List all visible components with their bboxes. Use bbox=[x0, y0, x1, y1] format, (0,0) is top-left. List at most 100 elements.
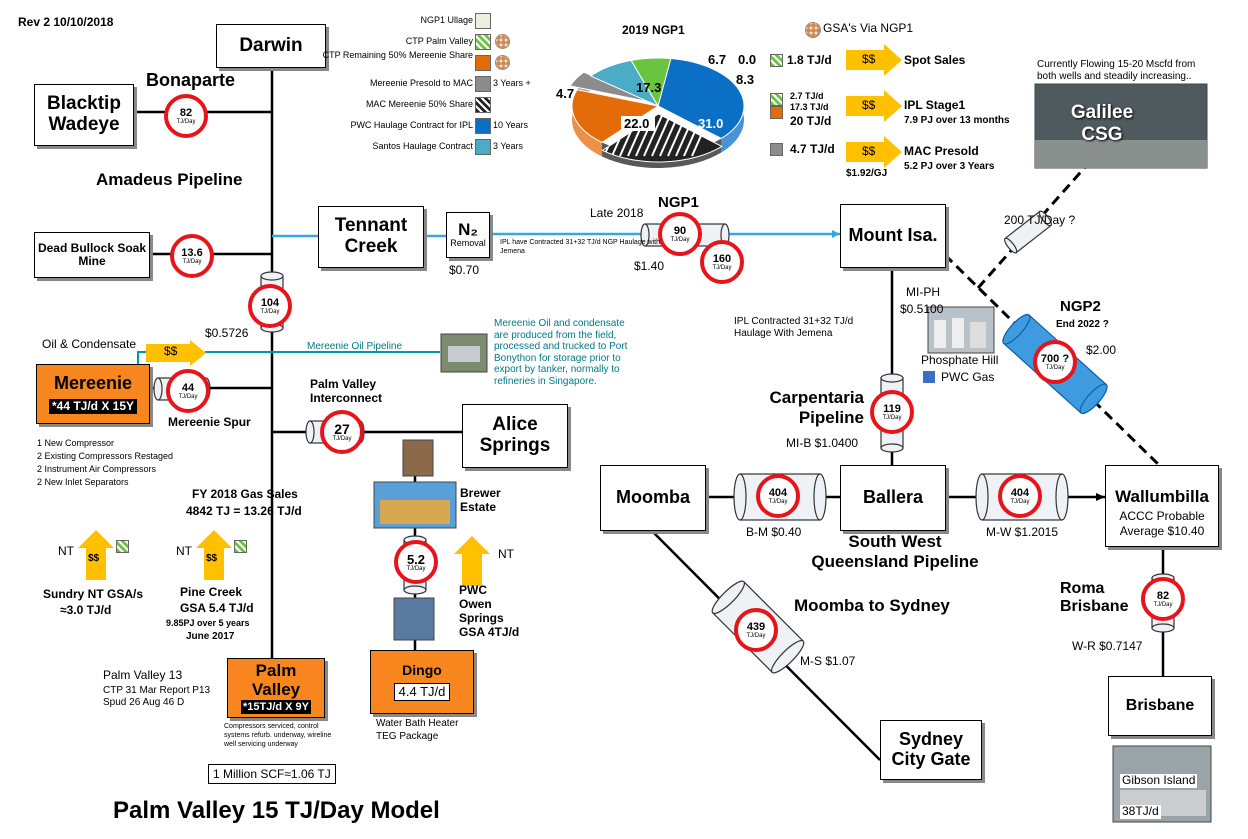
mac-arrow-icon bbox=[846, 136, 902, 168]
node-darwin[interactable]: Darwin bbox=[216, 24, 326, 68]
label-oil-note: Mereenie Oil and condensate are produced… bbox=[494, 318, 628, 387]
gsa-dot-icon bbox=[805, 22, 821, 38]
node-ballera[interactable]: Ballera bbox=[840, 465, 946, 531]
spot-swatch bbox=[770, 54, 783, 67]
legend-swatch bbox=[475, 118, 491, 134]
node-galilee[interactable]: Galilee CSG bbox=[1070, 102, 1134, 145]
pie-label: 4.7 bbox=[556, 86, 574, 101]
node-tennant-creek[interactable]: Tennant Creek bbox=[318, 206, 424, 268]
label-moomba-sydney: Moomba to Sydney bbox=[794, 596, 950, 615]
label-bm-price: B-M $0.40 bbox=[746, 525, 802, 539]
label-amadeus-price: $0.5726 bbox=[205, 326, 249, 340]
label-mi-b: MI-B $1.0400 bbox=[786, 436, 859, 450]
badge-value: 82 bbox=[179, 106, 193, 119]
pie-slice bbox=[569, 71, 652, 103]
badge-unit: TJ/Day bbox=[178, 393, 198, 400]
badge-value: 119 bbox=[883, 402, 901, 415]
label-ngp2-end: End 2022 ? bbox=[1056, 319, 1109, 330]
pie-hatch bbox=[611, 113, 653, 157]
node-wallumbilla[interactable]: Wallumbilla ACCC Probable Average $10.40 bbox=[1105, 465, 1219, 547]
badge-value: 700 ? bbox=[1040, 352, 1070, 365]
pie-slice bbox=[571, 89, 660, 144]
badge-ngp2: 700 ?TJ/Day bbox=[1033, 340, 1077, 384]
legend-item: MAC Mereenie 50% Share bbox=[305, 96, 545, 116]
pie-hatch bbox=[691, 113, 722, 157]
legend-swatch bbox=[475, 34, 491, 50]
legend-label: CTP Remaining 50% Mereenie Share bbox=[322, 50, 473, 60]
label-swqp: South West Queensland Pipeline bbox=[811, 532, 979, 571]
pie-slice bbox=[657, 58, 745, 140]
node-mereenie[interactable]: Mereenie *44 TJ/d X 15Y bbox=[36, 364, 150, 424]
dingo-rate: 4.4 TJ/d bbox=[393, 682, 451, 701]
badge-unit: TJ/Day bbox=[1010, 498, 1030, 505]
spot-arrow-icon bbox=[846, 44, 902, 76]
wallumbilla-title: Wallumbilla bbox=[1115, 487, 1209, 506]
legend-swatch bbox=[475, 13, 491, 29]
label-mi-ph-price: $0.5100 bbox=[900, 302, 944, 316]
gsa-dot-icon bbox=[495, 34, 510, 49]
label-ngp2: NGP2 bbox=[1060, 298, 1101, 315]
legend-label: CTP Palm Valley bbox=[405, 36, 473, 46]
ipl-arrow-icon bbox=[846, 90, 902, 122]
node-moomba[interactable]: Moomba bbox=[600, 465, 706, 531]
node-blacktip[interactable]: Blacktip Wadeye bbox=[34, 84, 134, 146]
chart-title: 2019 NGP1 bbox=[622, 23, 685, 37]
label-water-bath: Water Bath Heater bbox=[376, 718, 459, 729]
mac-price: $1.92/GJ bbox=[846, 168, 888, 179]
mac-dollar: $$ bbox=[862, 144, 876, 158]
label-ipl-contracted: IPL Contracted 31+32 TJ/d Haulage With J… bbox=[734, 316, 854, 339]
pie-label-bg bbox=[621, 116, 655, 131]
legend-item: CTP Palm Valley bbox=[305, 33, 545, 53]
pie-label: 17.3 bbox=[636, 80, 661, 95]
legend-note: 3 Years + bbox=[493, 78, 531, 88]
mereenie-contract: *44 TJ/d X 15Y bbox=[48, 399, 138, 415]
label-ngp1: NGP1 bbox=[658, 194, 699, 211]
mereenie-work-item: 2 Existing Compressors Restaged bbox=[37, 451, 174, 461]
label-bonaparte: Bonaparte bbox=[146, 70, 236, 90]
ipl-sub: 7.9 PJ over 13 months bbox=[904, 115, 1010, 126]
node-dingo[interactable]: Dingo 4.4 TJ/d bbox=[370, 650, 474, 714]
label-pv13-spud: Spud 26 Aug 46 D bbox=[103, 697, 185, 708]
badge-value: 404 bbox=[1010, 486, 1030, 499]
label-200-tj: 200 TJ/Day ? bbox=[1004, 213, 1076, 227]
label-pv13-ctp: CTP 31 Mar Report P13 bbox=[103, 685, 211, 696]
node-n2-removal[interactable]: N₂ Removal bbox=[446, 212, 490, 258]
ipl-vol-b: 17.3 TJ/d bbox=[790, 102, 829, 112]
pine-nt: NT bbox=[176, 544, 192, 558]
label-sundry: Sundry NT GSA/s bbox=[43, 587, 144, 601]
mac-name: MAC Presold bbox=[904, 144, 979, 158]
pie-label: 0.0 bbox=[738, 52, 756, 67]
ngp1-pie-chart: 31.022.017.38.36.74.70.0 bbox=[556, 52, 756, 168]
label-n2-price: $0.70 bbox=[449, 263, 480, 277]
label-amadeus: Amadeus Pipeline bbox=[96, 170, 243, 189]
node-sydney[interactable]: Sydney City Gate bbox=[880, 720, 982, 780]
node-mount-isa[interactable]: Mount Isa. bbox=[840, 204, 946, 268]
node-alice-springs[interactable]: Alice Springs bbox=[462, 404, 568, 468]
pie-hatch bbox=[619, 113, 661, 157]
badge-unit: TJ/Day bbox=[768, 498, 788, 505]
palm-valley-title: Palm Valley bbox=[251, 661, 301, 699]
label-pwc-owen-gsa: GSA 4TJ/d bbox=[459, 625, 520, 639]
sundry-dollar: $$ bbox=[88, 553, 100, 564]
pie-hatch bbox=[667, 113, 709, 157]
gsa-dot-icon bbox=[495, 55, 510, 70]
n2-removal-label: Removal bbox=[450, 238, 486, 249]
node-brisbane[interactable]: Brisbane bbox=[1108, 676, 1212, 736]
label-brewer: Brewer Estate bbox=[460, 486, 501, 514]
pie-label: 6.7 bbox=[708, 52, 726, 67]
node-palm-valley[interactable]: Palm Valley *15TJ/d X 9Y bbox=[227, 658, 325, 718]
accc-probable: ACCC Probable bbox=[1119, 508, 1205, 523]
dingo-title: Dingo bbox=[402, 662, 442, 679]
label-ngp1-price: $1.40 bbox=[634, 259, 665, 273]
pie-hatch bbox=[627, 113, 669, 157]
node-dead-bullock[interactable]: Dead Bullock Soak Mine bbox=[34, 232, 150, 278]
